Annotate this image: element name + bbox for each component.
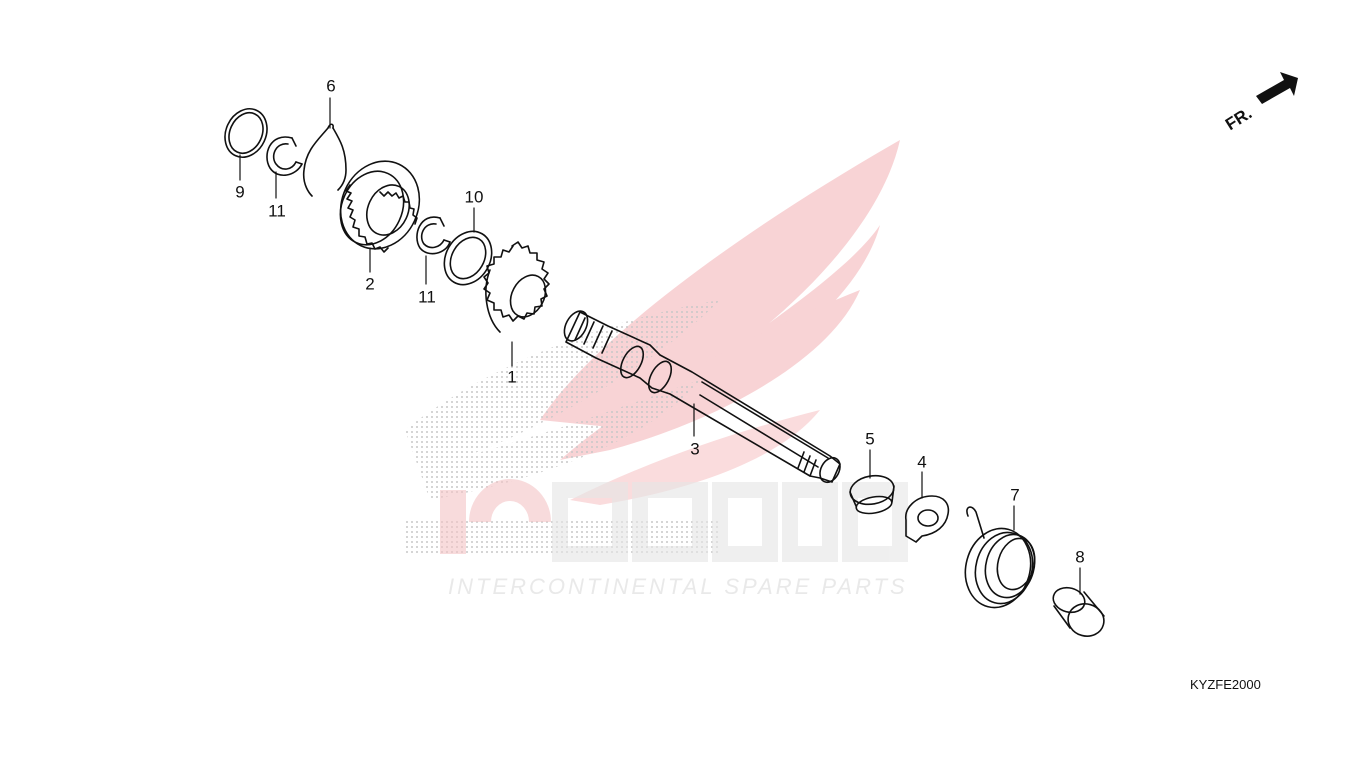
callout-11-upper: 11 xyxy=(268,201,286,221)
callout-5: 5 xyxy=(865,429,875,449)
callout-9: 9 xyxy=(235,182,245,202)
part-3-shaft[interactable] xyxy=(560,307,844,486)
part-9-washer[interactable] xyxy=(217,102,274,164)
part-4-stopper-plate[interactable] xyxy=(905,495,950,543)
part-10-washer[interactable] xyxy=(435,223,501,293)
callout-1: 1 xyxy=(507,367,517,387)
part-7-return-spring[interactable] xyxy=(957,506,1042,615)
watermark-brand-letters xyxy=(440,479,908,562)
callout-3: 3 xyxy=(690,439,700,459)
part-6-spring-clip[interactable] xyxy=(302,123,347,197)
callout-10: 10 xyxy=(464,187,484,207)
part-11-circlip-lower[interactable] xyxy=(416,216,451,255)
part-1-gear[interactable] xyxy=(483,241,552,333)
part-8-collar[interactable] xyxy=(1050,584,1107,640)
callout-4: 4 xyxy=(917,452,927,472)
callout-8: 8 xyxy=(1075,547,1085,567)
callout-11-lower: 11 xyxy=(418,287,436,307)
front-direction-arrow xyxy=(1256,72,1298,104)
part-2-ratchet[interactable] xyxy=(327,148,434,262)
callout-6: 6 xyxy=(326,76,336,96)
callout-2: 2 xyxy=(365,274,375,294)
callout-7: 7 xyxy=(1010,485,1020,505)
diagram-code: KYZFE2000 xyxy=(1190,677,1261,692)
part-11-circlip-upper[interactable] xyxy=(266,136,303,176)
watermark-tagline: INTERCONTINENTAL SPARE PARTS xyxy=(448,574,908,599)
leader-lines xyxy=(239,97,1081,595)
